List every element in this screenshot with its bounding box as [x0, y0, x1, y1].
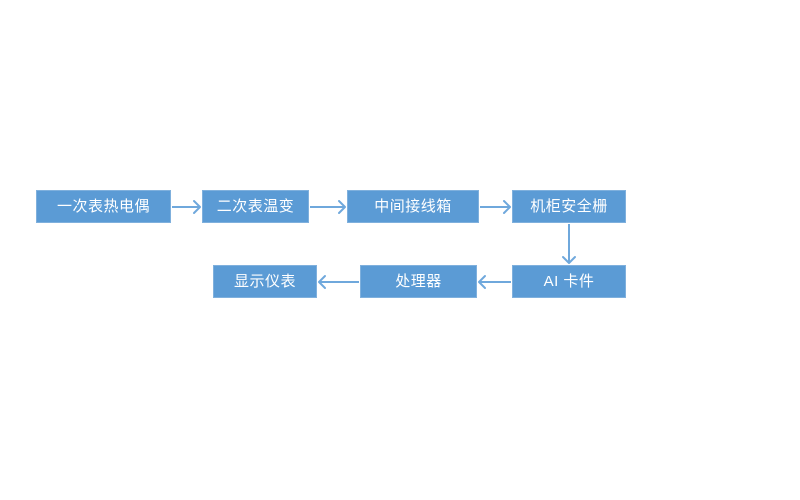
- flow-node-primary-thermocouple[interactable]: 一次表热电偶: [36, 190, 171, 223]
- flow-node-label: AI 卡件: [543, 273, 595, 290]
- flow-node-label: 中间接线箱: [374, 198, 452, 215]
- flow-node-processor[interactable]: 处理器: [360, 265, 477, 298]
- flow-node-display-instrument[interactable]: 显示仪表: [213, 265, 317, 298]
- flow-node-secondary-transmitter[interactable]: 二次表温变: [202, 190, 309, 223]
- flow-arrow-edge-ai-card-to-processor: [478, 275, 511, 289]
- flow-arrow-edge-junction-to-barrier: [480, 200, 511, 214]
- flow-node-label: 二次表温变: [216, 198, 295, 215]
- flow-arrow-edge-barrier-to-ai-card: [562, 224, 576, 264]
- flow-arrow-edge-secondary-to-junction: [310, 200, 346, 214]
- flow-node-label: 显示仪表: [233, 273, 296, 290]
- flow-node-label: 机柜安全栅: [530, 198, 608, 215]
- flow-node-ai-card[interactable]: AI 卡件: [512, 265, 626, 298]
- flow-node-junction-box[interactable]: 中间接线箱: [347, 190, 479, 223]
- flow-node-label: 一次表热电偶: [56, 198, 150, 215]
- flow-arrow-edge-processor-to-display: [318, 275, 359, 289]
- flow-arrow-edge-primary-to-secondary: [172, 200, 201, 214]
- flow-node-cabinet-safety-barrier[interactable]: 机柜安全栅: [512, 190, 626, 223]
- flow-node-label: 处理器: [395, 273, 442, 290]
